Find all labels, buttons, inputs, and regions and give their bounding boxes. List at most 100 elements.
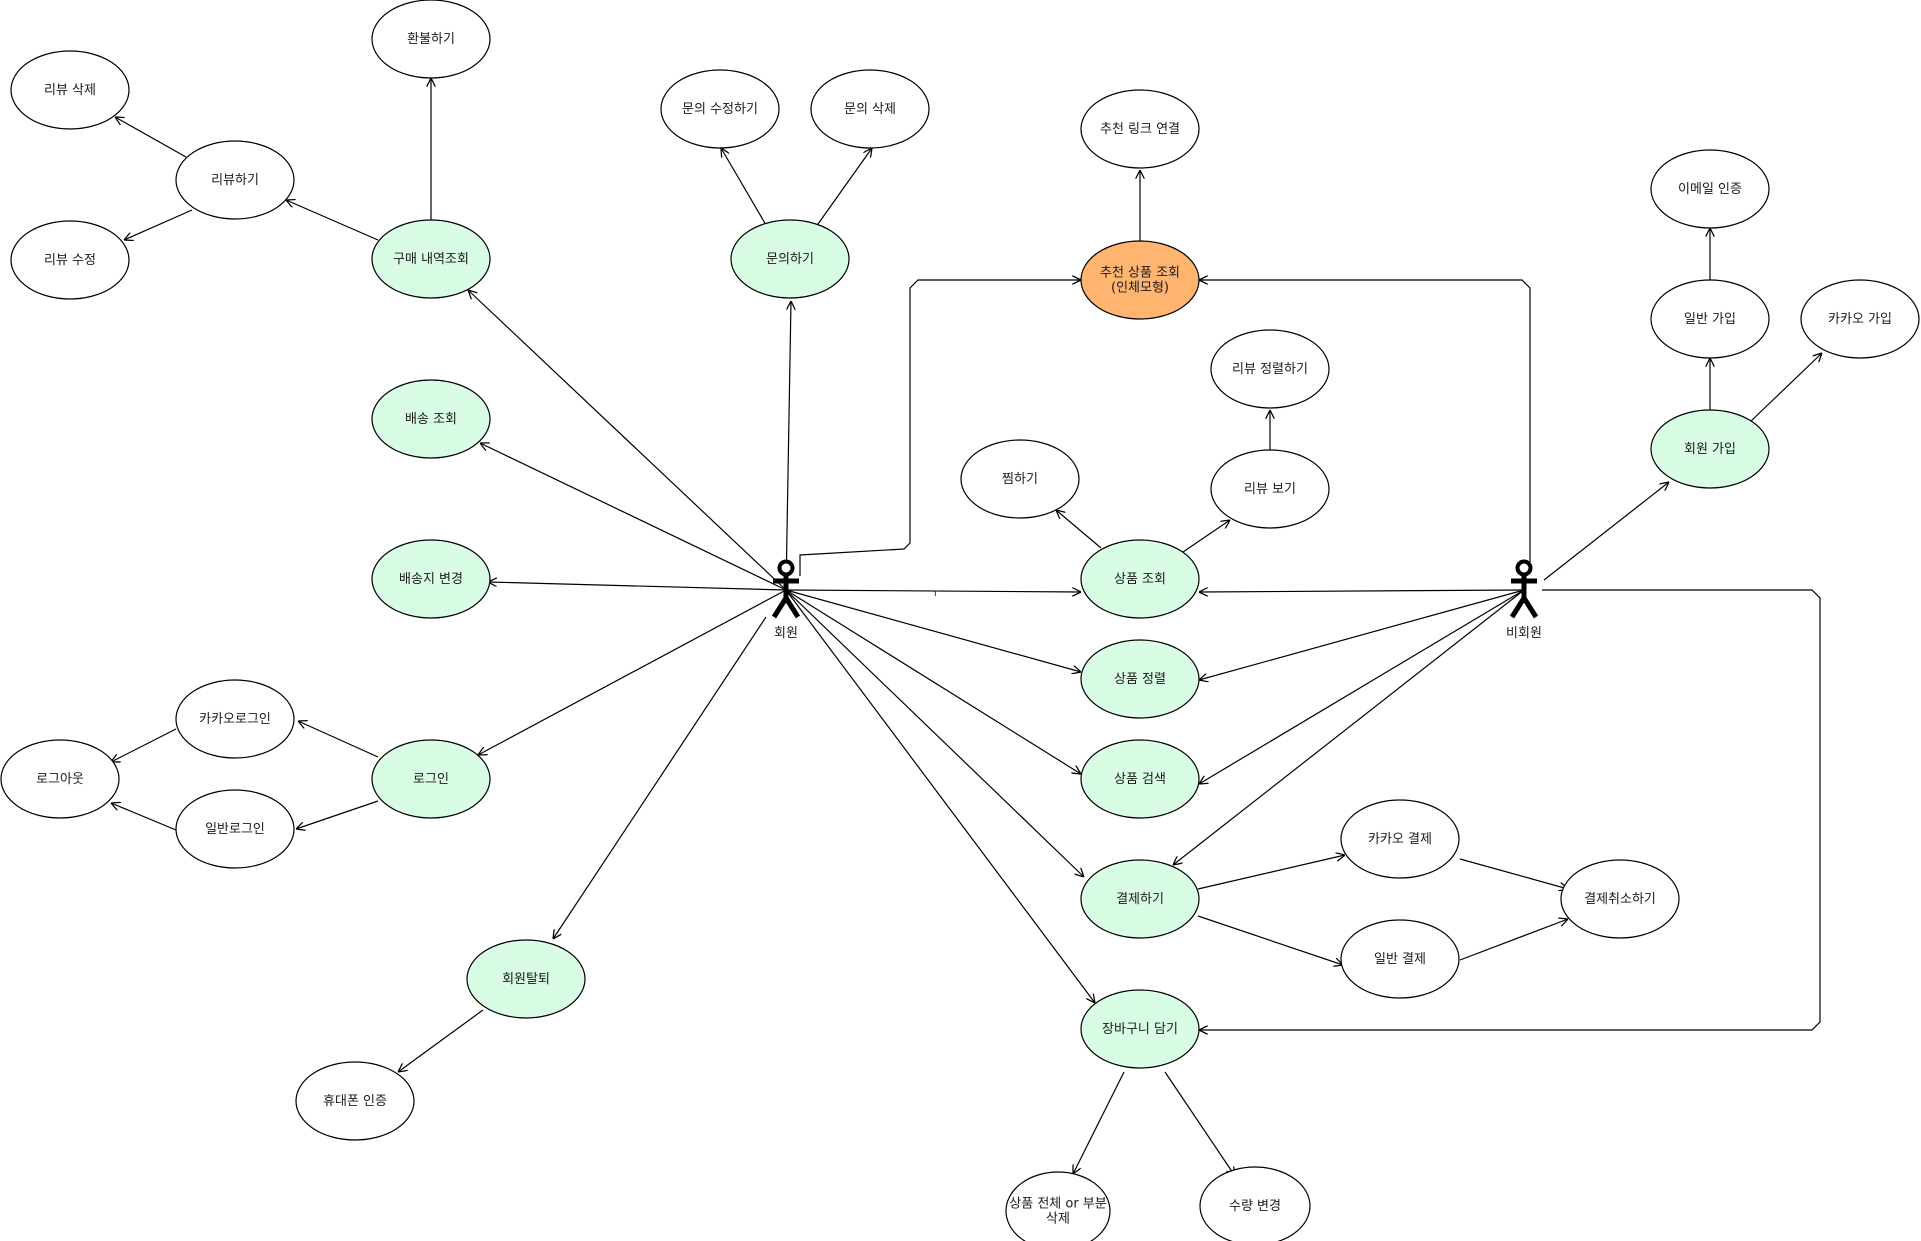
use-case-ellipse[interactable]	[175, 789, 295, 869]
use-case-ellipse[interactable]	[10, 220, 130, 300]
use-case-normal-login[interactable]: 일반로그인	[175, 789, 295, 869]
association-line	[1459, 858, 1568, 889]
use-case-ellipse[interactable]	[175, 140, 295, 220]
use-case-label: 상품 조회	[1114, 572, 1166, 587]
use-case-ellipse[interactable]	[1650, 279, 1770, 359]
use-case-ellipse[interactable]	[660, 69, 780, 149]
use-case-pay-cancel[interactable]: 결제취소하기	[1560, 859, 1680, 939]
use-case-normal-signup[interactable]: 일반 가입	[1650, 279, 1770, 359]
use-case-label: 수량 변경	[1229, 1199, 1281, 1214]
association-line	[298, 721, 379, 758]
association-line	[785, 589, 1084, 877]
use-case-ellipse[interactable]	[10, 50, 130, 130]
use-case-ellipse[interactable]	[1800, 279, 1920, 359]
use-case-ellipse[interactable]	[0, 739, 120, 819]
use-case-inquiry-delete[interactable]: 문의 삭제	[810, 69, 930, 149]
actor-body	[771, 575, 801, 619]
use-case-delivery[interactable]: 배송 조회	[371, 379, 491, 459]
use-case-kakao-signup[interactable]: 카카오 가입	[1800, 279, 1920, 359]
association-line	[721, 148, 767, 226]
use-case-ellipse[interactable]	[371, 539, 491, 619]
use-case-product-search[interactable]: 상품 검색	[1080, 739, 1200, 819]
use-case-wishlist[interactable]: 찜하기	[960, 439, 1080, 519]
use-case-quantity-change[interactable]: 수량 변경	[1199, 1166, 1311, 1241]
use-case-label: 휴대폰 인증	[323, 1094, 387, 1109]
use-case-ellipse[interactable]	[1005, 1171, 1111, 1241]
use-case-ellipse[interactable]	[295, 1061, 415, 1141]
use-case-refund[interactable]: 환불하기	[371, 0, 491, 79]
association-line	[1199, 280, 1531, 562]
use-case-ellipse[interactable]	[1210, 449, 1330, 529]
use-case-purchase-history[interactable]: 구매 내역조회	[371, 219, 491, 299]
use-case-ellipse[interactable]	[1210, 329, 1330, 409]
use-case-label: 상품 검색	[1114, 772, 1166, 787]
use-case-ellipse[interactable]	[1560, 859, 1680, 939]
use-case-withdraw[interactable]: 회원탈퇴	[466, 939, 586, 1019]
use-case-ellipse[interactable]	[810, 69, 930, 149]
use-case-review-view[interactable]: 리뷰 보기	[1210, 449, 1330, 529]
use-case-logout[interactable]: 로그아웃	[0, 739, 120, 819]
actor-member[interactable]: 회원	[771, 559, 801, 642]
use-case-kakao-login[interactable]: 카카오로그인	[175, 679, 295, 759]
use-case-ellipse[interactable]	[466, 939, 586, 1019]
association-line	[480, 443, 787, 591]
use-case-ellipse[interactable]	[1080, 89, 1200, 169]
association-line	[124, 209, 193, 240]
use-case-address-change[interactable]: 배송지 변경	[371, 539, 491, 619]
use-case-review[interactable]: 리뷰하기	[175, 140, 295, 220]
use-case-ellipse[interactable]	[730, 219, 850, 299]
use-case-ellipse[interactable]	[1340, 919, 1460, 999]
use-case-ellipse[interactable]	[1340, 799, 1460, 879]
use-case-pay[interactable]: 결제하기	[1080, 859, 1200, 939]
use-case-recommend-link[interactable]: 추천 링크 연결	[1080, 89, 1200, 169]
use-case-ellipse[interactable]	[1199, 1166, 1311, 1241]
association-line	[785, 301, 791, 591]
association-line	[488, 582, 787, 591]
use-case-label: 일반 결제	[1374, 952, 1426, 967]
use-case-recommend[interactable]: 추천 상품 조회(인체모형)	[1080, 240, 1200, 320]
use-case-label: 회원탈퇴	[502, 972, 550, 987]
use-case-label: 로그아웃	[36, 772, 84, 787]
use-case-label: 문의 삭제	[844, 102, 896, 117]
use-case-ellipse[interactable]	[960, 439, 1080, 519]
use-case-ellipse[interactable]	[1080, 639, 1200, 719]
use-case-cart[interactable]: 장바구니 담기	[1080, 989, 1200, 1069]
use-case-review-sort[interactable]: 리뷰 정렬하기	[1210, 329, 1330, 409]
association-line	[1182, 520, 1230, 553]
use-case-product-sort[interactable]: 상품 정렬	[1080, 639, 1200, 719]
use-case-ellipse[interactable]	[1080, 240, 1200, 320]
use-case-normal-pay[interactable]: 일반 결제	[1340, 919, 1460, 999]
use-case-ellipse[interactable]	[371, 0, 491, 79]
association-line	[785, 589, 1081, 672]
use-case-login[interactable]: 로그인	[371, 739, 491, 819]
use-case-review-delete[interactable]: 리뷰 삭제	[10, 50, 130, 130]
association-line	[1197, 855, 1345, 890]
use-case-email-verify[interactable]: 이메일 인증	[1650, 149, 1770, 229]
use-case-signup[interactable]: 회원 가입	[1650, 409, 1770, 489]
use-case-label: 리뷰 보기	[1244, 482, 1296, 497]
use-case-ellipse[interactable]	[1080, 989, 1200, 1069]
use-case-label: 이메일 인증	[1678, 182, 1742, 197]
use-case-review-edit[interactable]: 리뷰 수정	[10, 220, 130, 300]
use-case-ellipse[interactable]	[175, 679, 295, 759]
use-case-ellipse[interactable]	[371, 739, 491, 819]
use-case-inquiry-edit[interactable]: 문의 수정하기	[660, 69, 780, 149]
use-case-ellipse[interactable]	[1080, 539, 1200, 619]
association-line	[1173, 589, 1525, 865]
use-case-ellipse[interactable]	[1080, 739, 1200, 819]
use-case-kakao-pay[interactable]: 카카오 결제	[1340, 799, 1460, 879]
use-case-ellipse[interactable]	[1080, 859, 1200, 939]
association-line	[1199, 590, 1525, 592]
use-case-ellipse[interactable]	[371, 219, 491, 299]
use-case-inquiry[interactable]: 문의하기	[730, 219, 850, 299]
use-case-ellipse[interactable]	[1650, 149, 1770, 229]
use-case-ellipse[interactable]	[371, 379, 491, 459]
use-case-product-view[interactable]: 상품 조회	[1080, 539, 1200, 619]
association-line	[553, 616, 767, 939]
use-case-label: 카카오 결제	[1368, 832, 1432, 847]
use-case-phone-verify[interactable]: 휴대폰 인증	[295, 1061, 415, 1141]
actor-body	[1509, 575, 1539, 619]
actor-guest[interactable]: 비회원	[1506, 559, 1542, 642]
use-case-ellipse[interactable]	[1650, 409, 1770, 489]
